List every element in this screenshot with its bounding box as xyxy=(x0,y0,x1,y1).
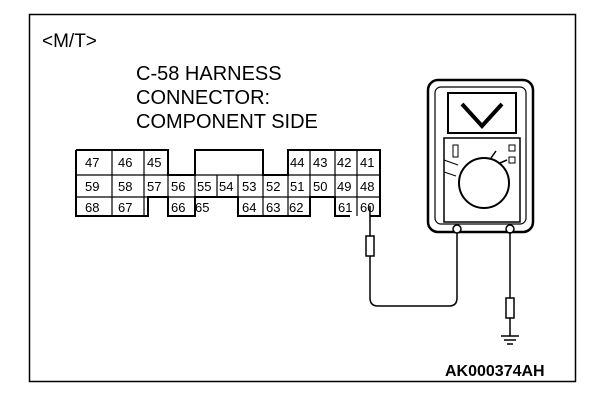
probe-icon xyxy=(365,206,375,260)
figure-frame xyxy=(28,13,577,383)
pin-47: 47 xyxy=(85,155,99,170)
pin-58: 58 xyxy=(118,179,132,194)
pin-63: 63 xyxy=(266,200,280,215)
pin-66: 66 xyxy=(171,200,185,215)
pin-59: 59 xyxy=(85,179,99,194)
pin-60: 60 xyxy=(360,200,374,215)
pin-61: 61 xyxy=(338,200,352,215)
pin-53: 53 xyxy=(242,179,256,194)
pin-50: 50 xyxy=(313,179,327,194)
pin-43: 43 xyxy=(313,155,327,170)
pin-65: 65 xyxy=(195,200,209,215)
figure-code: AK000374AH xyxy=(445,363,545,380)
pin-64: 64 xyxy=(242,200,256,215)
pin-51: 51 xyxy=(290,179,304,194)
test-lead-positive xyxy=(369,232,458,307)
pin-57: 57 xyxy=(147,179,161,194)
pin-67: 67 xyxy=(118,200,132,215)
pin-49: 49 xyxy=(337,179,351,194)
pin-41: 41 xyxy=(360,155,374,170)
connector-c58 xyxy=(75,149,381,217)
pin-55: 55 xyxy=(197,179,211,194)
pin-52: 52 xyxy=(266,179,280,194)
pin-42: 42 xyxy=(337,155,351,170)
connector-label-line-2: CONNECTOR: xyxy=(136,87,270,109)
pin-48: 48 xyxy=(360,179,374,194)
pin-45: 45 xyxy=(147,155,161,170)
connector-label-line-1: C-58 HARNESS xyxy=(136,63,282,85)
variant-label: <M/T> xyxy=(42,31,97,52)
pin-56: 56 xyxy=(171,179,185,194)
pin-54: 54 xyxy=(219,179,233,194)
pin-68: 68 xyxy=(85,200,99,215)
voltmeter-icon xyxy=(426,78,535,234)
ground-icon xyxy=(501,232,519,345)
connector-label-line-3: COMPONENT SIDE xyxy=(136,111,318,133)
pin-62: 62 xyxy=(289,200,303,215)
pin-46: 46 xyxy=(118,155,132,170)
pin-44: 44 xyxy=(290,155,304,170)
